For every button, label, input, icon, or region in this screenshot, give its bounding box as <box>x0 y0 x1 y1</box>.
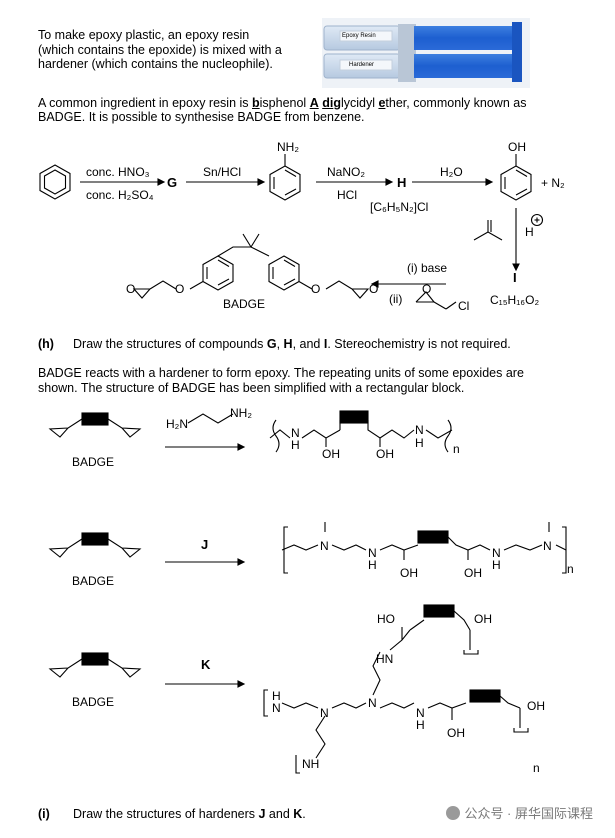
wechat-icon <box>446 806 461 820</box>
badge-o-right: O <box>311 282 321 296</box>
simplified-badge-2 <box>48 532 142 558</box>
step-ii: (ii) <box>389 292 403 306</box>
polymer2-oh-right: OH <box>464 566 482 580</box>
benzene-ring <box>39 164 71 200</box>
chlorine-atom: Cl <box>458 299 470 313</box>
acid-catalyst: H <box>525 225 534 239</box>
polymer3-oh-right: OH <box>527 699 545 713</box>
compound-I: I <box>513 270 517 285</box>
aniline-ring <box>269 154 301 201</box>
ethylenediamine-h2n: H₂N <box>166 417 188 431</box>
badge-o-left: O <box>175 282 185 296</box>
watermark: 公众号 · 屏华国际课程 <box>446 803 593 822</box>
badge-label-1: BADGE <box>72 455 115 469</box>
polymer3-hn-top: HN <box>376 652 394 666</box>
polymer3-n-left: N <box>272 701 281 715</box>
polymer2-nh-left-h: H <box>368 558 377 572</box>
polymer3-nh-bottom: NH <box>302 757 320 771</box>
polymer2-n-right: N <box>543 539 552 553</box>
nitrogen-byproduct: + N₂ <box>541 176 565 190</box>
intro-text: To make epoxy plastic, an epoxy resin (w… <box>38 28 282 72</box>
polymer1-n-left: N <box>291 426 300 440</box>
polymer-3 <box>263 604 529 774</box>
polymer3-n-subscript: n <box>533 761 540 775</box>
question-h-text: Draw the structures of compounds G, H, a… <box>73 337 511 351</box>
phenol-oh: OH <box>508 140 526 154</box>
compound-H-formula: [C₆H₅N₂]Cl <box>370 200 429 214</box>
polymer3-nh-n: N <box>416 706 425 720</box>
polymer3-n-center-left: N <box>320 706 329 720</box>
polymer3-ho-top: HO <box>377 612 395 626</box>
polymer1-h-right: H <box>415 436 424 450</box>
phenol-ring <box>500 154 532 201</box>
reagent-3-bottom: HCl <box>337 188 357 202</box>
polymer3-n-center: N <box>368 696 377 710</box>
hardener-intro-line-1: BADGE reacts with a hardener to form epo… <box>38 366 524 380</box>
reagent-3-top: NaNO₂ <box>327 165 365 179</box>
polymer2-n-left: N <box>320 539 329 553</box>
reagent-4: H₂O <box>440 165 463 179</box>
badge-label: BADGE <box>223 297 266 311</box>
hardener-intro-line-2: shown. The structure of BADGE has been s… <box>38 380 465 395</box>
question-h-number: (h) <box>38 337 54 351</box>
hardener-intro: BADGE reacts with a hardener to form epo… <box>38 366 524 395</box>
badge-epoxide-o-right: O <box>369 282 379 296</box>
simplified-badge-1 <box>48 412 142 438</box>
syringe-label-hardener: Hardener <box>349 62 375 68</box>
polymer3-nh-h: H <box>416 718 425 732</box>
question-i-text: Draw the structures of hardeners J and K… <box>73 807 306 821</box>
badge-intro-line-2: BADGE. It is possible to synthesise BADG… <box>38 110 365 124</box>
polymer1-oh-right: OH <box>376 447 394 461</box>
hardener-J: J <box>201 537 209 552</box>
badge-label-2: BADGE <box>72 574 115 588</box>
badge-intro-line-1: A common ingredient in epoxy resin is bi… <box>38 96 527 110</box>
polymer1-n-subscript: n <box>453 442 460 456</box>
polymer2-nh-left-n: N <box>368 546 377 560</box>
badge-full-structure <box>132 233 370 299</box>
reagent-1-bottom: conc. H₂SO₄ <box>86 188 154 202</box>
polymer2-n-subscript: n <box>567 562 574 576</box>
polymer3-oh-top: OH <box>474 612 492 626</box>
badge-label-3: BADGE <box>72 695 115 709</box>
ethylenediamine-nh2: NH₂ <box>230 406 252 420</box>
intro-line-2: (which contains the epoxide) is mixed wi… <box>38 42 282 57</box>
polymer2-nh-right-h: H <box>492 558 501 572</box>
compound-G: G <box>167 175 178 190</box>
simplified-badge-3 <box>48 652 142 678</box>
syringe-label-resin: Epoxy Resin <box>342 33 376 39</box>
polymer1-n-right: N <box>415 423 424 437</box>
reagent-1-top: conc. HNO₃ <box>86 165 150 179</box>
step-i-base: (i) base <box>407 261 448 275</box>
aniline-nh2: NH₂ <box>277 140 299 154</box>
polymer3-h-left: H <box>272 689 281 703</box>
polymer3-oh-bottom: OH <box>447 726 465 740</box>
polymer1-oh-left: OH <box>322 447 340 461</box>
polymer1-h-left: H <box>291 438 300 452</box>
intro-line-1: To make epoxy plastic, an epoxy resin <box>38 28 250 42</box>
compound-H: H <box>397 175 407 190</box>
reagent-2: Sn/HCl <box>203 165 242 179</box>
compound-I-formula: C₁₅H₁₆O₂ <box>490 293 540 307</box>
polymer2-oh-left: OH <box>400 566 418 580</box>
question-i-number: (i) <box>38 807 50 821</box>
hardener-K: K <box>201 657 211 672</box>
acetone-structure <box>473 220 503 241</box>
badge-epoxide-o-left: O <box>126 282 136 296</box>
epoxide-o: O <box>422 282 432 296</box>
polymer2-nh-right-n: N <box>492 546 501 560</box>
intro-line-3: hardener (which contains the nucleophile… <box>38 57 273 71</box>
